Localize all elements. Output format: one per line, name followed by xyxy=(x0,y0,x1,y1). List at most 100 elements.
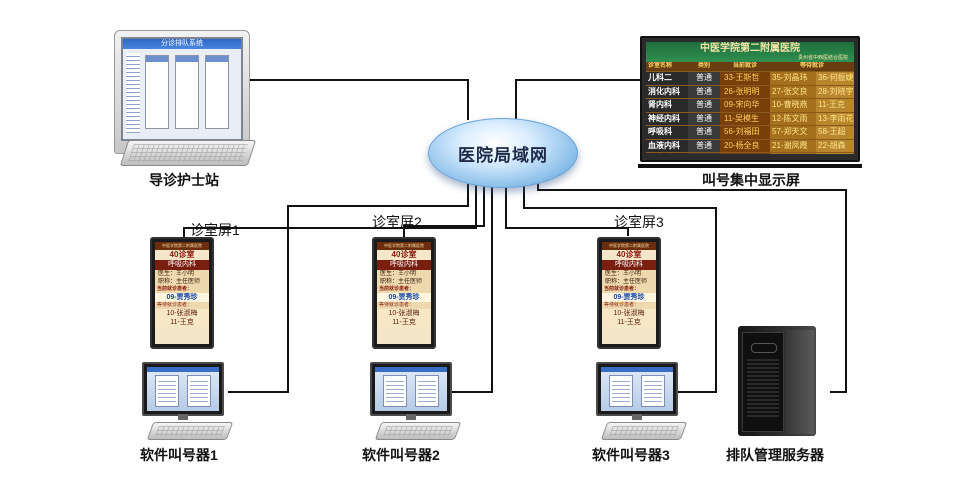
caller-2-label: 软件叫号器2 xyxy=(362,447,440,463)
hub-label: 医院局域网 xyxy=(458,145,548,165)
board-cell-w1: 27-张文良 xyxy=(770,85,816,98)
board-cell-w1: 21-谢凤霞 xyxy=(770,139,816,152)
board-cell-type: 普通 xyxy=(688,139,720,152)
clinic-doctor: 医生：王小明 xyxy=(602,270,656,278)
board-cell-current: 26-张明明 xyxy=(720,85,770,98)
crt-monitor: 分诊排队系统 xyxy=(114,30,250,154)
crt-side-panel xyxy=(126,53,140,133)
board-cell-dept: 消化内科 xyxy=(646,85,688,98)
board-cell-type: 普通 xyxy=(688,126,720,139)
board-cell-w1: 35-刘晶玮 xyxy=(770,72,816,85)
clinic-doctor-title: 职称：主任医师 xyxy=(377,278,431,286)
clinic-dept: 呼吸内科 xyxy=(155,260,209,270)
clinic-doctor-title: 职称：主任医师 xyxy=(155,278,209,286)
clinic-waiting-label: 等待就诊患者： xyxy=(155,302,209,309)
board-cell-w1: 10-曹晓燕 xyxy=(770,99,816,112)
monitor-stand xyxy=(632,414,642,420)
board-cell-current: 11-吴模生 xyxy=(720,112,770,125)
board-cell-type: 普通 xyxy=(688,112,720,125)
clinic-screen-2-label: 诊室屏2 xyxy=(372,214,422,230)
wire-display-board xyxy=(515,79,640,120)
keyboard-icon xyxy=(146,422,234,440)
wire-clinic-screen-2 xyxy=(403,184,485,237)
board-cell-w2: 36-何振婕 xyxy=(816,72,854,85)
server-icon xyxy=(738,326,816,436)
board-cell-w2: 20-李丽 xyxy=(816,153,854,154)
clinic-doctor: 医生：王小明 xyxy=(377,270,431,278)
crt-queue-column xyxy=(145,55,169,129)
clinic-header: 中医学院第二附属医院 xyxy=(155,242,209,250)
clinic-room: 40诊室 xyxy=(377,250,431,260)
display-board-label: 叫号集中显示屏 xyxy=(702,172,800,188)
board-stand xyxy=(638,164,862,168)
board-cell-w2: 13-李雨花 xyxy=(816,112,854,125)
wire-server xyxy=(537,178,847,393)
board-cell-type: 普通 xyxy=(688,72,720,85)
clinic-waiting-label: 等待就诊患者： xyxy=(602,302,656,309)
board-cell-current: 09-宋向华 xyxy=(720,99,770,112)
clinic-doctor: 医生：王小明 xyxy=(155,270,209,278)
crt-screen: 分诊排队系统 xyxy=(121,37,243,141)
board-col-header: 当前就诊 xyxy=(732,63,757,69)
keyboard-icon xyxy=(600,422,688,440)
monitor-icon xyxy=(596,362,678,416)
board-cell-dept: 呼吸科 xyxy=(646,126,688,139)
clinic-waiting-patient: 11-王克 xyxy=(377,318,431,327)
clinic-waiting-patient: 11-王克 xyxy=(155,318,209,327)
board-cell-current: 20-杨全良 xyxy=(720,139,770,152)
clinic-header: 中医学院第二附属医院 xyxy=(377,242,431,250)
board-header: 中医学院第二附属医院 贵州省中西医结合医院 xyxy=(646,42,854,62)
board-cell-w2: 11-王克 xyxy=(816,99,854,112)
clinic-dept: 呼吸内科 xyxy=(377,260,431,270)
monitor-stand xyxy=(178,414,188,420)
monitor-icon xyxy=(370,362,452,416)
board-cell-current: 33-王斯哲 xyxy=(720,72,770,85)
caller-1-label: 软件叫号器1 xyxy=(140,447,218,463)
board-cell-w2: 28-刘晓宇 xyxy=(816,85,854,98)
clinic-current-patient: 09-贾秀珍 xyxy=(602,293,656,302)
wire-caller-1 xyxy=(228,184,469,393)
board-row: 心内科普通18-周明生19-黄云东20-李丽 xyxy=(646,152,854,154)
clinic-current-label: 当前就诊患者： xyxy=(377,286,431,293)
caller-3-label: 软件叫号器3 xyxy=(592,447,670,463)
board-cell-type: 普通 xyxy=(688,153,720,154)
board-cell-w1: 57-郑天文 xyxy=(770,126,816,139)
clinic-header: 中医学院第二附属医院 xyxy=(602,242,656,250)
board-cell-w2: 58-王超 xyxy=(816,126,854,139)
keyboard-icon xyxy=(119,140,257,166)
board-cell-w1: 19-黄云东 xyxy=(770,153,816,154)
board-cell-dept: 肾内科 xyxy=(646,99,688,112)
server-label: 排队管理服务器 xyxy=(726,447,824,463)
board-cell-dept: 神经内科 xyxy=(646,112,688,125)
clinic-waiting-patient: 10-张淑梅 xyxy=(602,309,656,318)
clinic-current-label: 当前就诊患者： xyxy=(602,286,656,293)
board-col-header: 等待就诊 xyxy=(799,63,824,69)
triage-window-title: 分诊排队系统 xyxy=(123,39,241,49)
clinic-waiting-patient: 10-张淑梅 xyxy=(377,309,431,318)
board-cell-current: 56-刘福田 xyxy=(720,126,770,139)
board-subtitle: 贵州省中西医结合医院 xyxy=(797,55,848,61)
wire-nurse-station xyxy=(248,79,469,120)
clinic-current-patient: 09-贾秀珍 xyxy=(155,293,209,302)
clinic-waiting-patient: 11-王克 xyxy=(602,318,656,327)
board-cell-type: 普通 xyxy=(688,85,720,98)
wire-clinic-screen-3 xyxy=(505,184,629,236)
board-cell-dept: 心内科 xyxy=(646,153,688,154)
nurse-station-label: 导诊护士站 xyxy=(149,172,219,188)
board-cell-w1: 12-陈文雨 xyxy=(770,112,816,125)
board-hospital-name: 中医学院第二附属医院 xyxy=(700,43,800,54)
crt-queue-column xyxy=(175,55,199,129)
monitor-stand xyxy=(406,414,416,420)
hospital-lan-hub: 医院局域网 xyxy=(428,118,578,188)
board-cell-w2: 22-胡森 xyxy=(816,139,854,152)
wire-clinic-screen-1 xyxy=(183,184,477,237)
clinic-room: 40诊室 xyxy=(155,250,209,260)
board-cell-type: 普通 xyxy=(688,99,720,112)
